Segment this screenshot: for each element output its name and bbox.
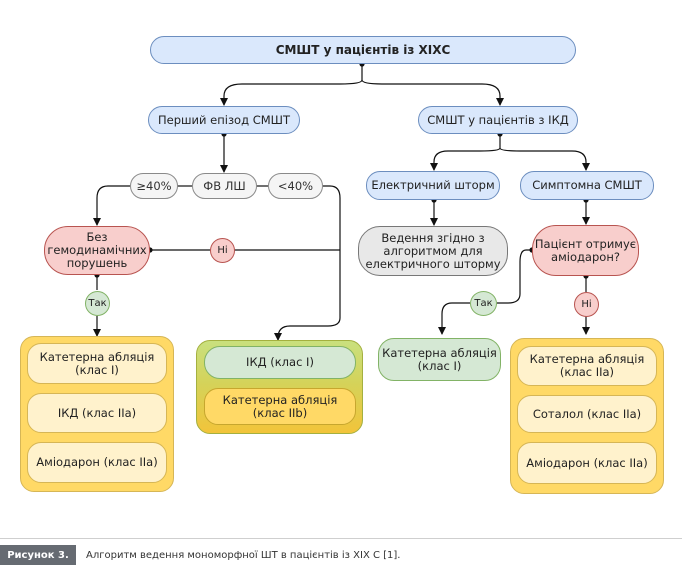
flowchart: СМШТ у пацієнтів із ХІХС Перший епізод С… [20, 36, 664, 494]
caption-label: Рисунок 3. [0, 545, 76, 565]
node-symptomatic: Симптомна СМШТ [520, 171, 654, 200]
edge-question-yes [497, 249, 532, 304]
mid-icd: ІКД (клас I) [204, 346, 356, 379]
mid-ablation: Катетерна абляція (клас IIb) [204, 388, 356, 425]
label-yes-2: Так [470, 291, 497, 316]
edge-icd-sympt [499, 147, 590, 171]
node-storm-management: Ведення згідно з алгоритмом для електрич… [358, 226, 508, 276]
caption-text: Алгоритм ведення мономорфної ШТ в пацієн… [86, 549, 401, 561]
edge-ge40-nohemo [93, 185, 130, 226]
label-yes-1: Так [85, 291, 110, 316]
right-sotalol: Соталол (клас IIa) [517, 395, 657, 433]
node-lvef: ФВ ЛШ [192, 173, 257, 199]
node-lt40: <40% [268, 173, 323, 199]
label-no-2: Ні [574, 292, 599, 317]
node-electric-storm: Електричний шторм [366, 171, 500, 200]
node-no-hemodynamic: Без гемодинамічних порушень [44, 226, 150, 275]
node-root: СМШТ у пацієнтів із ХІХС [150, 36, 576, 64]
node-icd-patients: СМШТ у пацієнтів з ІКД [418, 106, 578, 134]
node-ge40: ≥40% [130, 173, 178, 199]
edge-root-icd [361, 79, 504, 106]
left-icd: ІКД (клас IIa) [27, 393, 167, 433]
edge-root-first [220, 79, 363, 106]
group-right-therapy: Катетерна абляція (клас IIa) Соталол (кл… [510, 338, 664, 494]
right-ablation: Катетерна абляція (клас IIa) [517, 346, 657, 386]
group-left-therapy: Катетерна абляція (клас I) ІКД (клас IIa… [20, 336, 174, 492]
label-no-1: Ні [210, 238, 235, 263]
edge-lt40-mid [274, 185, 341, 341]
node-ablation-class1: Катетерна абляція (клас I) [378, 338, 501, 381]
edge-yes-ablation [438, 302, 470, 335]
left-ablation: Катетерна абляція (клас I) [27, 343, 167, 384]
connectors [93, 61, 590, 341]
figure-caption: Рисунок 3. Алгоритм ведення мономорфної … [0, 538, 682, 565]
group-mid-therapy: ІКД (клас I) Катетерна абляція (клас IIb… [196, 340, 363, 434]
node-first-episode: Перший епізод СМШТ [148, 106, 300, 134]
left-amiodarone: Аміодарон (клас IIa) [27, 442, 167, 483]
node-amiodarone-question: Пацієнт отримує аміодарон? [532, 225, 639, 276]
right-amiodarone: Аміодарон (клас IIa) [517, 442, 657, 484]
edge-icd-storm [430, 147, 501, 171]
